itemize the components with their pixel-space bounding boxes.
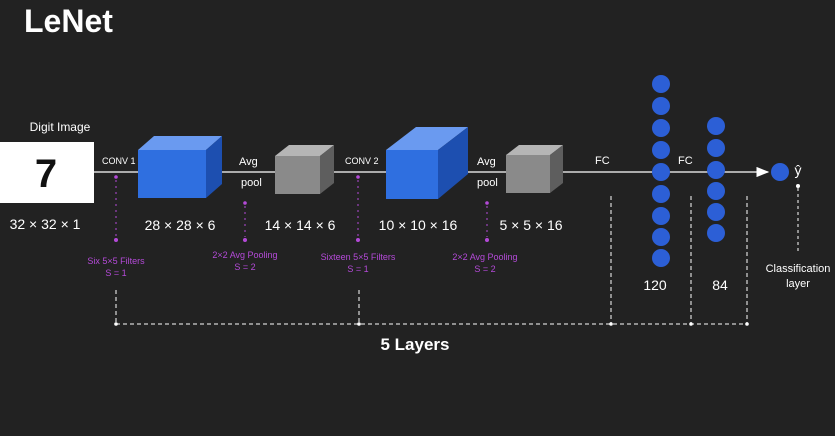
fc1-neuron <box>652 163 670 181</box>
fc1-neuron <box>652 141 670 159</box>
fc1-units: 120 <box>643 277 667 293</box>
fc2-neuron <box>707 161 725 179</box>
conv2-note-line2: S = 1 <box>347 264 368 274</box>
diagram-title: LeNet <box>24 3 113 39</box>
pool1-label-line2: pool <box>241 177 262 189</box>
fc1-neuron <box>652 185 670 203</box>
output-neuron <box>771 163 789 181</box>
pool1-dims: 14 × 14 × 6 <box>265 217 336 233</box>
fc1-neuron <box>652 228 670 246</box>
conv2-note-line1: Sixteen 5×5 Filters <box>321 252 396 262</box>
pool2-label-line2: pool <box>477 177 498 189</box>
fc2-neuron <box>707 203 725 221</box>
pool2-block <box>506 145 563 193</box>
fc2-neuron <box>707 139 725 157</box>
fc2-neuron <box>707 117 725 135</box>
fc2-neurons <box>707 117 725 242</box>
fc2-neuron <box>707 224 725 242</box>
conv1-block <box>138 136 222 198</box>
input-dims: 32 × 32 × 1 <box>10 216 81 232</box>
output-note-line1: Classification <box>766 263 831 275</box>
pool1-note-line2: S = 2 <box>234 262 255 272</box>
fc1-neuron <box>652 119 670 137</box>
pool1-block <box>275 145 334 194</box>
conv2-block <box>386 127 468 199</box>
fc1-neurons <box>652 75 670 267</box>
layers-bracket <box>115 196 748 325</box>
pool1-label-line1: Avg <box>239 156 258 168</box>
conv2-label: CONV 2 <box>345 156 379 166</box>
fc1-neuron <box>652 249 670 267</box>
fc2-units: 84 <box>712 277 728 293</box>
output-anchor-dot <box>796 184 800 188</box>
fc1-label: FC <box>595 155 610 167</box>
input-image-box <box>0 142 94 203</box>
output-note-line2: layer <box>786 278 810 290</box>
conv1-label: CONV 1 <box>102 156 136 166</box>
fc2-label: FC <box>678 155 693 167</box>
input-digit: 7 <box>35 152 57 196</box>
pool2-label-line1: Avg <box>477 156 496 168</box>
pool2-dims: 5 × 5 × 16 <box>499 217 562 233</box>
bracket-joints <box>114 322 749 326</box>
conv1-note-line2: S = 1 <box>105 268 126 278</box>
conv1-note-line1: Six 5×5 Filters <box>87 256 145 266</box>
conv1-dims: 28 × 28 × 6 <box>145 217 216 233</box>
pool2-note-line1: 2×2 Avg Pooling <box>452 252 517 262</box>
filter-notes <box>114 175 489 242</box>
layers-count-label: 5 Layers <box>381 335 450 354</box>
fc1-neuron <box>652 97 670 115</box>
fc1-neuron <box>652 207 670 225</box>
fc2-neuron <box>707 182 725 200</box>
pool1-note-line1: 2×2 Avg Pooling <box>212 250 277 260</box>
fc1-neuron <box>652 75 670 93</box>
input-caption: Digit Image <box>30 120 91 134</box>
conv2-dims: 10 × 10 × 16 <box>379 217 458 233</box>
pool2-note-line2: S = 2 <box>474 264 495 274</box>
output-symbol: ŷ <box>795 162 802 178</box>
